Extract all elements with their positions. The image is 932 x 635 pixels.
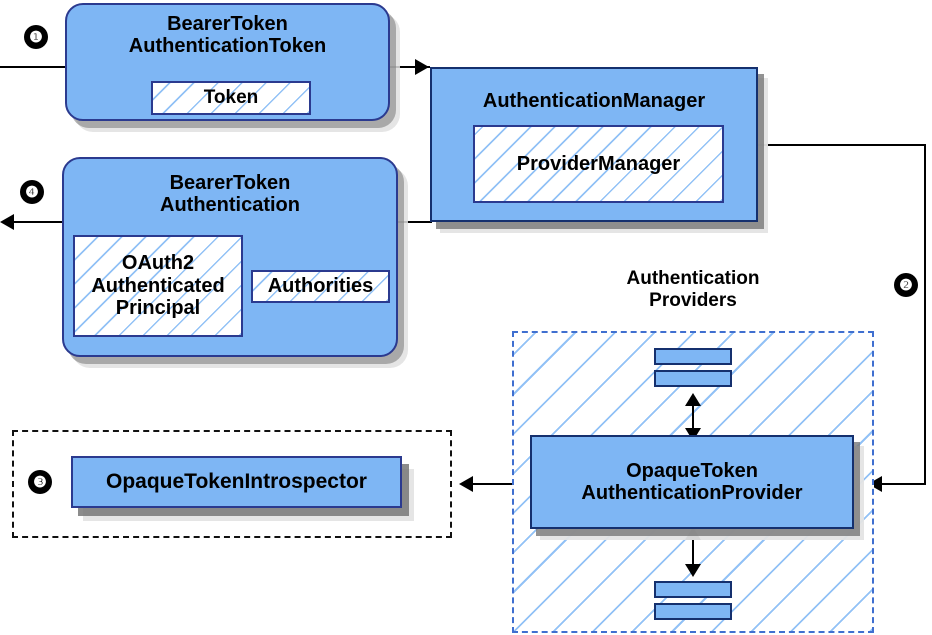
- bearer-token-authentication-token-line1: BearerToken: [167, 13, 288, 35]
- connector-provider-to-introspector: [472, 483, 530, 485]
- bearer-token-authentication-token-line2: AuthenticationToken: [128, 35, 327, 58]
- bearer-token-authentication-line1: BearerToken: [169, 172, 291, 194]
- node-opaque-token-introspector[interactable]: OpaqueTokenIntrospector: [71, 456, 402, 508]
- inner-authorities-box: Authorities: [251, 270, 390, 303]
- authentication-providers-region: [512, 331, 874, 633]
- node-bearer-token-authentication[interactable]: BearerToken Authentication OAuth2 Authen…: [62, 157, 398, 357]
- arrowhead-provider-bottom-down: [685, 564, 701, 577]
- step-badge-3: ❸: [28, 470, 52, 494]
- authentication-providers-label-line1: Authentication: [626, 268, 760, 289]
- step-badge-2: ❷: [894, 273, 918, 297]
- bearer-token-authentication-title: BearerToken Authentication: [64, 172, 396, 217]
- node-authentication-manager[interactable]: AuthenticationManager ProviderManager: [430, 67, 758, 222]
- provider-bar-top-1: [654, 348, 732, 365]
- oauth2-authenticated-principal-line1: OAuth2: [121, 252, 195, 275]
- arrowhead-provider-top-up: [685, 393, 701, 406]
- inner-provider-manager-label: ProviderManager: [516, 152, 681, 175]
- node-bearer-token-authentication-token[interactable]: BearerToken AuthenticationToken Token: [65, 3, 390, 121]
- arrowhead-token-to-manager: [415, 59, 429, 75]
- authentication-providers-label: Authentication Providers: [512, 268, 874, 312]
- opaque-token-introspector-label: OpaqueTokenIntrospector: [106, 470, 367, 493]
- oauth2-authenticated-principal-line2: Authenticated: [91, 274, 225, 297]
- arrowhead-authentication-out: [0, 214, 14, 230]
- bearer-token-authentication-token-title: BearerToken AuthenticationToken: [67, 13, 388, 58]
- authentication-providers-label-line2: Providers: [649, 289, 737, 311]
- opaque-token-introspector-group: [12, 430, 452, 538]
- step-badge-4: ❹: [20, 180, 44, 204]
- step-badge-1: ❶: [24, 25, 48, 49]
- inner-oauth2-authenticated-principal-box: OAuth2 Authenticated Principal: [73, 235, 243, 337]
- connector-authentication-out: [6, 221, 70, 223]
- opaque-token-authentication-provider-line1: OpaqueToken: [626, 459, 758, 482]
- connector-manager-down: [924, 144, 926, 484]
- provider-bar-bottom-2: [654, 603, 732, 620]
- inner-token-box: Token: [151, 81, 311, 115]
- connector-manager-to-authentication: [396, 221, 432, 223]
- connector-token-to-manager: [388, 66, 430, 68]
- opaque-token-authentication-provider-line2: AuthenticationProvider: [581, 482, 803, 504]
- provider-bar-bottom-1: [654, 581, 732, 598]
- connector-into-provider: [880, 483, 926, 485]
- node-opaque-token-authentication-provider[interactable]: OpaqueToken AuthenticationProvider: [530, 435, 854, 529]
- authentication-manager-label: AuthenticationManager: [482, 90, 706, 112]
- authentication-manager-title: AuthenticationManager: [432, 90, 756, 112]
- inner-provider-manager-box: ProviderManager: [473, 125, 724, 203]
- provider-bar-top-2: [654, 370, 732, 387]
- connector-provider-bottom: [692, 529, 694, 575]
- arrowhead-provider-bottom-up: [685, 527, 701, 540]
- connector-provider-top: [692, 395, 694, 439]
- oauth2-authenticated-principal-line3: Principal: [115, 297, 201, 320]
- inner-authorities-label: Authorities: [267, 275, 374, 298]
- bearer-token-authentication-line2: Authentication: [160, 194, 300, 217]
- inner-token-label: Token: [203, 87, 259, 109]
- connector-request-in: [0, 66, 72, 68]
- arrowhead-provider-to-introspector: [459, 476, 473, 492]
- connector-manager-out-right: [758, 144, 926, 146]
